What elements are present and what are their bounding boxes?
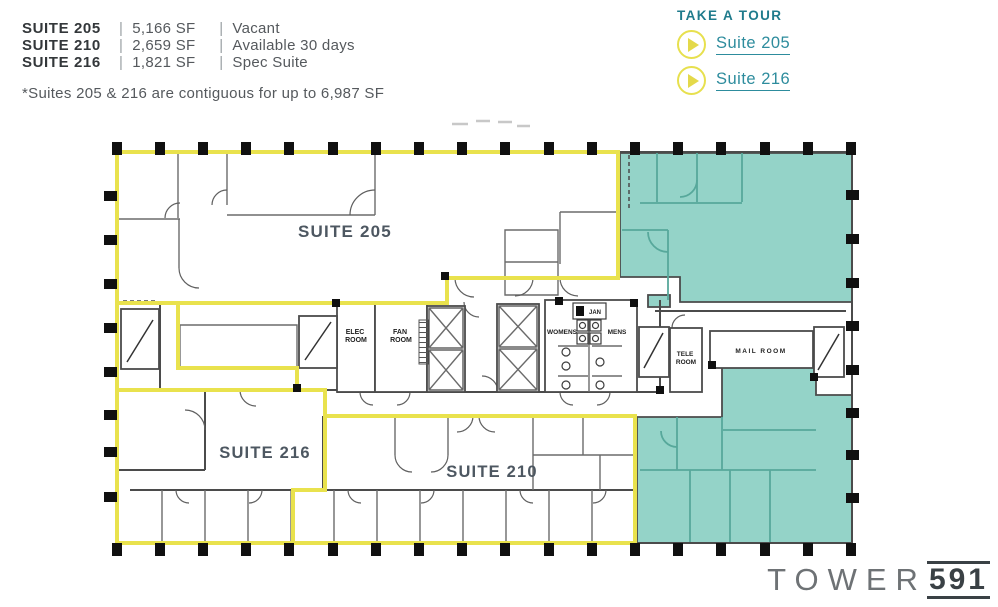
logo-number: 591 bbox=[926, 561, 990, 600]
contiguous-footnote: *Suites 205 & 216 are contiguous for up … bbox=[22, 85, 385, 102]
play-triangle-icon bbox=[687, 37, 699, 52]
suite-216-label: SUITE 216 bbox=[219, 444, 311, 462]
door-arcs bbox=[164, 189, 727, 504]
jan-closet-label: JAN bbox=[589, 310, 601, 316]
tour-suite-205-link[interactable]: Suite 205 bbox=[716, 34, 791, 55]
tour-suite-216-link[interactable]: Suite 216 bbox=[716, 70, 791, 91]
elec-room-label: ELEC ROOM bbox=[345, 329, 367, 344]
fan-room bbox=[374, 301, 428, 393]
leased-interior-walls bbox=[622, 153, 816, 543]
tele-room bbox=[669, 327, 703, 393]
suite-205-name: SUITE 205 bbox=[22, 20, 101, 37]
elevator-bank-1 bbox=[418, 305, 466, 393]
suite-216-size: 1,821 SF bbox=[132, 54, 196, 71]
separator: | bbox=[119, 37, 124, 54]
elec-room bbox=[336, 301, 376, 393]
separator: | bbox=[119, 20, 124, 37]
play-icon[interactable] bbox=[677, 30, 706, 59]
separator: | bbox=[219, 37, 224, 54]
plan-labels: SUITE 205 SUITE 216 SUITE 210 ELEC ROOM … bbox=[219, 222, 786, 481]
tour-link-suite-216[interactable]: Suite 216 bbox=[677, 66, 791, 95]
toilet-icon bbox=[595, 380, 605, 390]
suite-210-name: SUITE 210 bbox=[22, 37, 101, 54]
toilet-icon bbox=[561, 380, 571, 390]
legend-row-suite-216: SUITE 216 | 1,821 SF | Spec Suite bbox=[22, 54, 384, 71]
leased-door-arcs bbox=[647, 179, 698, 448]
legend-row-suite-205: SUITE 205 | 5,166 SF | Vacant bbox=[22, 20, 384, 37]
suite-216-status: Spec Suite bbox=[232, 54, 308, 71]
tele-room-label: TELE ROOM bbox=[676, 351, 696, 366]
separator: | bbox=[219, 54, 224, 71]
suite-205-corridor-outline bbox=[176, 303, 299, 392]
restrooms bbox=[544, 299, 638, 393]
availability-legend: SUITE 205 | 5,166 SF | Vacant SUITE 210 … bbox=[22, 20, 384, 102]
suite-205-status: Vacant bbox=[232, 20, 280, 37]
mens-room-label: MENS bbox=[608, 329, 627, 336]
tour-link-suite-205[interactable]: Suite 205 bbox=[677, 30, 791, 59]
play-icon[interactable] bbox=[677, 66, 706, 95]
legend-row-suite-210: SUITE 210 | 2,659 SF | Available 30 days bbox=[22, 37, 384, 54]
suite-205-size: 5,166 SF bbox=[132, 20, 196, 37]
stairs bbox=[120, 308, 845, 378]
mail-room bbox=[709, 330, 814, 369]
elevator-bank-2 bbox=[496, 303, 540, 393]
toilet-icon bbox=[595, 357, 605, 367]
take-a-tour: TAKE A TOUR Suite 205 Suite 216 bbox=[677, 8, 791, 95]
partition-walls bbox=[118, 152, 635, 543]
suite-210-status: Available 30 days bbox=[232, 37, 355, 54]
separator: | bbox=[119, 54, 124, 71]
take-a-tour-title: TAKE A TOUR bbox=[677, 8, 783, 23]
mail-room-label: MAIL ROOM bbox=[735, 348, 786, 355]
leased-region-northeast bbox=[619, 152, 853, 303]
suite-210-label: SUITE 210 bbox=[446, 463, 538, 481]
toilet-icon bbox=[561, 347, 571, 357]
suite-210-size: 2,659 SF bbox=[132, 37, 196, 54]
toilet-icon bbox=[561, 361, 571, 371]
clipped-text-artifact bbox=[452, 119, 530, 128]
womens-room-label: WOMENS bbox=[547, 329, 578, 336]
logo-word: TOWER bbox=[767, 562, 927, 598]
suite-216-name: SUITE 216 bbox=[22, 54, 101, 71]
fan-room-label: FAN ROOM bbox=[390, 329, 412, 344]
suite-205-label: SUITE 205 bbox=[298, 222, 392, 241]
separator: | bbox=[219, 20, 224, 37]
tower-591-logo: TOWER 591 bbox=[767, 561, 990, 600]
core-rooms bbox=[120, 299, 845, 393]
structural-columns bbox=[104, 142, 859, 556]
play-triangle-icon bbox=[687, 73, 699, 88]
